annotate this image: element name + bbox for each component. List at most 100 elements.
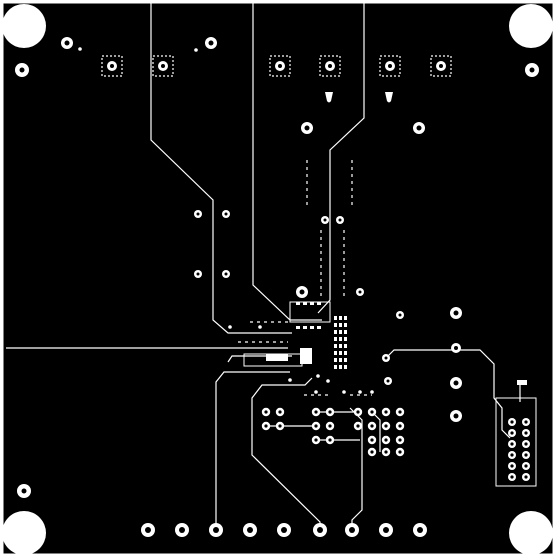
pad xyxy=(450,377,462,389)
pad xyxy=(508,440,516,448)
ic-pad xyxy=(339,330,342,334)
pad xyxy=(450,307,462,319)
pad xyxy=(508,462,516,470)
pad xyxy=(450,410,462,422)
pad xyxy=(311,421,321,431)
pad xyxy=(345,523,359,537)
pad xyxy=(522,440,530,448)
corner-cutout-bottom-left xyxy=(2,511,46,555)
pad xyxy=(396,311,404,319)
pad xyxy=(277,523,291,537)
ic-pad xyxy=(334,323,337,327)
ic-thermal-pad xyxy=(300,348,312,364)
pad xyxy=(261,421,271,431)
square-footprints xyxy=(101,55,452,77)
pad xyxy=(381,421,391,431)
pad xyxy=(325,407,335,417)
pad xyxy=(367,435,377,445)
pad xyxy=(367,407,377,417)
pad xyxy=(222,210,230,218)
corner-cutout-top-right xyxy=(509,4,553,48)
pad xyxy=(336,216,344,224)
via xyxy=(288,378,292,382)
pad xyxy=(141,523,155,537)
ic-pad xyxy=(334,351,337,355)
pad xyxy=(194,210,202,218)
pad xyxy=(175,523,189,537)
trace xyxy=(317,3,365,314)
ic-pad xyxy=(344,365,347,369)
square-footprint xyxy=(430,55,452,77)
ic-pad xyxy=(344,323,347,327)
pad xyxy=(451,343,461,353)
trace xyxy=(252,3,322,321)
pad xyxy=(209,523,223,537)
pad xyxy=(522,429,530,437)
pad xyxy=(275,421,285,431)
ic-pad xyxy=(344,316,347,320)
ic-pad xyxy=(296,326,300,329)
ic-pad xyxy=(310,326,314,329)
teardrop-pads xyxy=(325,92,393,103)
pad xyxy=(395,435,405,445)
pad xyxy=(413,122,425,134)
via xyxy=(78,47,82,51)
pad xyxy=(413,523,427,537)
ic-pad xyxy=(303,302,307,305)
pin-header xyxy=(508,380,530,481)
pad xyxy=(61,37,73,49)
corner-cutouts xyxy=(2,4,553,555)
square-footprint xyxy=(101,55,123,77)
ic-pad xyxy=(317,302,321,305)
pad xyxy=(522,473,530,481)
pad xyxy=(321,216,329,224)
via xyxy=(342,390,346,394)
trace xyxy=(251,377,321,530)
pad xyxy=(356,288,364,296)
corner-cutout-bottom-right xyxy=(509,511,553,555)
via xyxy=(358,390,362,394)
square-footprint xyxy=(269,55,291,77)
ic-pad-array xyxy=(266,302,347,369)
pad xyxy=(381,407,391,417)
mounting-holes xyxy=(15,63,539,498)
pad xyxy=(353,421,363,431)
trace xyxy=(385,349,511,439)
trace xyxy=(150,3,292,334)
pad xyxy=(381,435,391,445)
ic-pad xyxy=(344,344,347,348)
ic-pad xyxy=(339,351,342,355)
pad xyxy=(395,407,405,417)
ic-pad xyxy=(339,316,342,320)
pad xyxy=(325,421,335,431)
ic-pad xyxy=(339,358,342,362)
via xyxy=(316,374,320,378)
pad xyxy=(508,418,516,426)
trace xyxy=(215,371,290,530)
pad xyxy=(379,523,393,537)
square-footprint xyxy=(379,55,401,77)
mounting-hole xyxy=(15,63,29,77)
pad xyxy=(508,451,516,459)
pad xyxy=(522,418,530,426)
pad xyxy=(301,122,313,134)
mounting-hole xyxy=(525,63,539,77)
pour-outline xyxy=(495,397,537,487)
square-footprint xyxy=(319,55,341,77)
ic-pad xyxy=(344,351,347,355)
via xyxy=(326,379,330,383)
pad xyxy=(296,286,308,298)
ic-pad xyxy=(339,365,342,369)
pad xyxy=(325,435,335,445)
via xyxy=(314,390,318,394)
ic-pad xyxy=(339,337,342,341)
pads-and-vias xyxy=(61,37,462,537)
mounting-hole xyxy=(17,484,31,498)
ic-pad xyxy=(317,326,321,329)
teardrop-pad xyxy=(325,92,333,103)
smd-pad xyxy=(266,354,288,361)
ic-pad xyxy=(334,344,337,348)
